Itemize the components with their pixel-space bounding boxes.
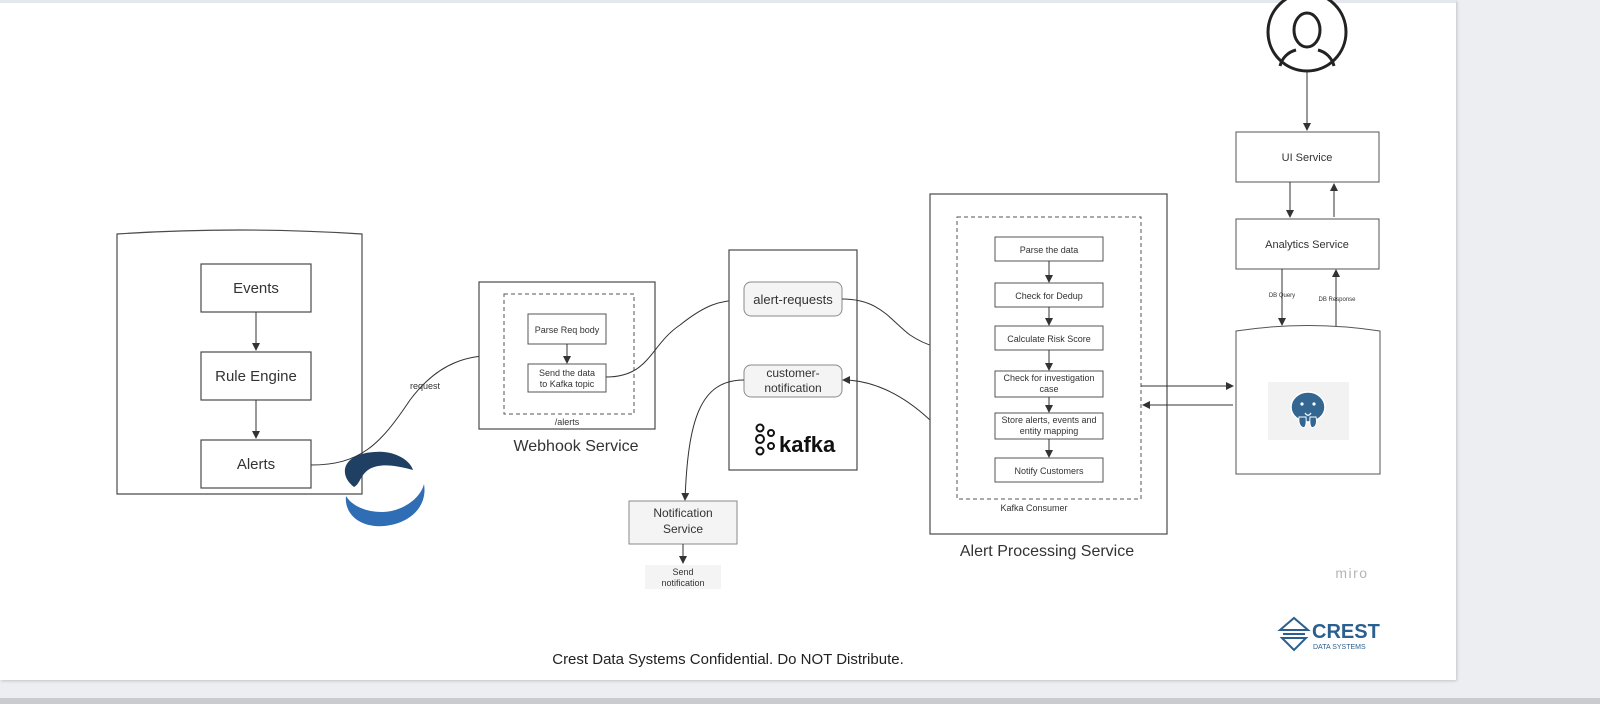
webhook-service: Parse Req body Send the data to Kafka to…	[478, 281, 656, 455]
send-data-label-1: Send the data	[539, 368, 595, 378]
crest-name: CREST	[1312, 621, 1380, 643]
parse-req-label: Parse Req body	[535, 325, 600, 335]
step-investigation: Check for investigation case	[1003, 373, 1095, 394]
alert-processing-service: Kafka Consumer Alert Processing Service …	[929, 193, 1168, 560]
miro-watermark: miro	[1335, 565, 1368, 581]
step-parse: Parse the data	[1020, 245, 1079, 255]
notification-service: Notification Service Send notification	[628, 500, 738, 589]
webhook-title: Webhook Service	[513, 438, 638, 455]
rule-engine-label: Rule Engine	[215, 368, 297, 385]
kafka-logo-text: kafka	[779, 432, 836, 457]
kafka-consumer-area	[956, 216, 1142, 500]
send-notification-label-2: notification	[661, 578, 704, 588]
topic-customer-notification-1: customer-	[766, 366, 819, 380]
source-system-panel: Events Rule Engine Alerts	[116, 229, 363, 495]
kafka-consumer-label: Kafka Consumer	[1000, 503, 1067, 513]
webhook-dashed-area	[503, 293, 635, 415]
kafka-logo-icon	[755, 423, 775, 456]
send-data-label-2: to Kafka topic	[540, 379, 595, 389]
step-store: Store alerts, events and entity mapping	[1001, 415, 1097, 436]
source-logo-icon	[344, 451, 425, 527]
analytics-service-label: Analytics Service	[1265, 239, 1349, 251]
events-box	[200, 263, 312, 313]
alert-processing-title: Alert Processing Service	[960, 543, 1134, 560]
rule-engine-box	[200, 351, 312, 401]
user-icon	[1266, 0, 1348, 73]
kafka-broker: alert-requests customer- notification ka…	[728, 249, 858, 471]
request-label: request	[410, 381, 441, 391]
topic-alert-requests: alert-requests	[753, 292, 833, 307]
step-risk: Calculate Risk Score	[1007, 334, 1091, 344]
alerts-path-label: /alerts	[555, 417, 580, 427]
ui-service-box	[1235, 131, 1380, 183]
architecture-diagram: Events Rule Engine Alerts request Parse …	[116, 0, 1381, 652]
confidential-footer: Crest Data Systems Confidential. Do NOT …	[552, 651, 904, 668]
ui-service-label: UI Service	[1282, 152, 1333, 164]
step-dedup: Check for Dedup	[1015, 291, 1083, 301]
alerts-box	[200, 439, 312, 489]
notification-service-label-1: Notification	[653, 506, 712, 520]
db-query-label: DB Query	[1269, 293, 1295, 299]
db-response-label: DB Response	[1318, 297, 1356, 303]
crest-logo: CREST DATA SYSTEMS	[1277, 616, 1380, 652]
events-label: Events	[233, 280, 279, 297]
bottom-scroll-strip	[0, 698, 1600, 704]
topic-customer-notification-2: notification	[764, 381, 821, 395]
step-notify: Notify Customers	[1014, 466, 1084, 476]
top-divider	[0, 0, 1456, 3]
send-notification-label-1: Send	[672, 567, 693, 577]
postgres-database	[1235, 325, 1381, 475]
crest-sub: DATA SYSTEMS	[1313, 644, 1366, 651]
alerts-label: Alerts	[237, 456, 275, 473]
postgresql-logo-icon	[1290, 391, 1326, 428]
crest-mark-icon	[1277, 616, 1311, 652]
analytics-service-box	[1235, 218, 1380, 270]
notification-service-label-2: Service	[663, 522, 703, 536]
